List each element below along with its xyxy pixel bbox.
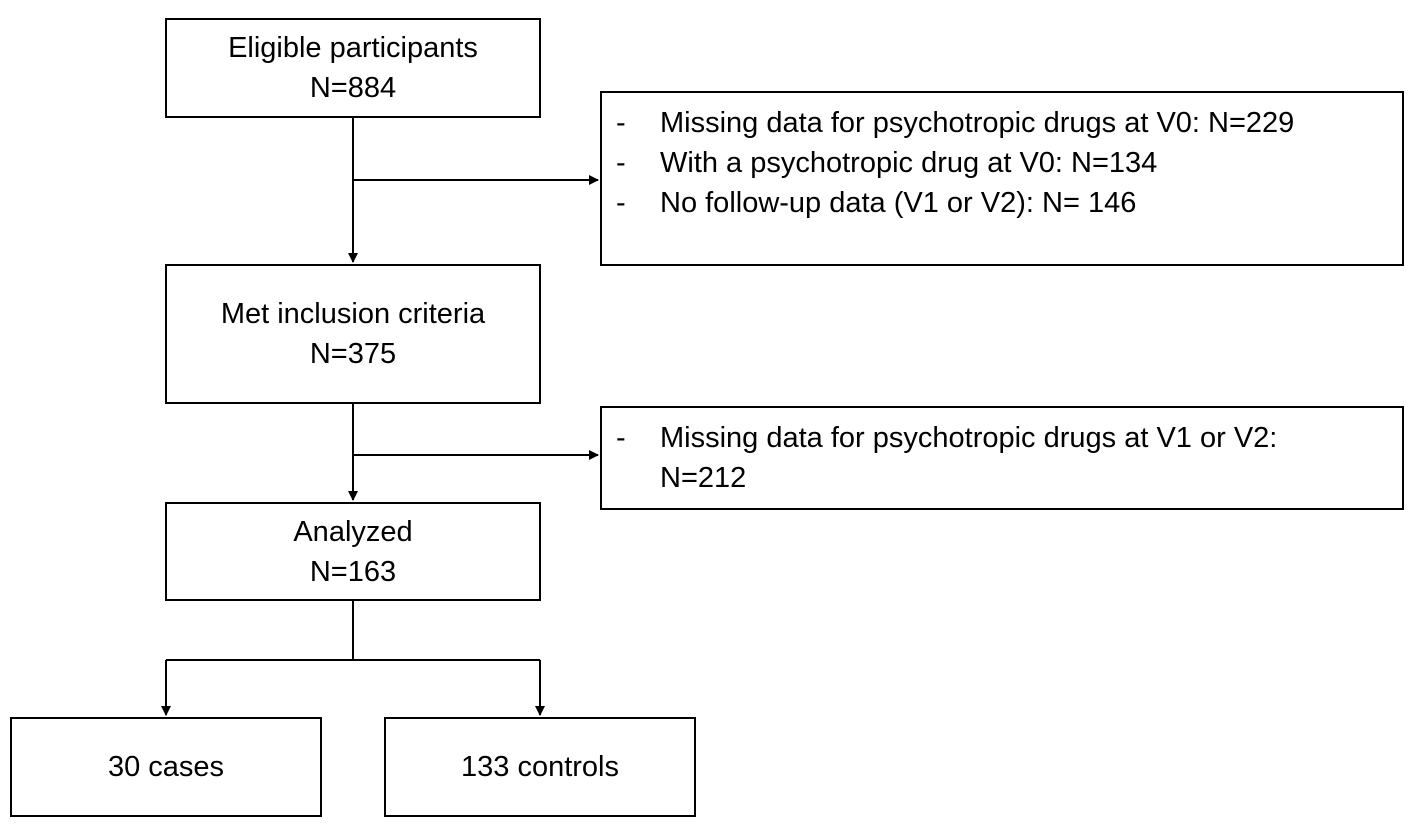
eligible-participants-count: N=884	[309, 72, 397, 104]
cases-box: 30 cases	[10, 717, 322, 817]
analyzed-count: N=163	[309, 555, 397, 588]
controls-label: 133 controls	[461, 751, 619, 783]
cases-label: 30 cases	[107, 751, 225, 783]
analyzed-box: Analyzed N=163	[165, 502, 541, 601]
exclusion-item-continuation: N=212	[660, 462, 747, 494]
inclusion-criteria-label: Met inclusion criteria	[220, 298, 486, 330]
analyzed-label: Analyzed	[293, 515, 413, 548]
exclusion-item: - With a psychotropic drug at V0: N=134	[616, 147, 1158, 179]
inclusion-criteria-count: N=375	[309, 338, 397, 370]
inclusion-criteria-box: Met inclusion criteria N=375	[165, 264, 541, 404]
eligible-participants-label: Eligible participants	[228, 32, 478, 64]
exclusion-box-2: - Missing data for psychotropic drugs at…	[600, 406, 1404, 510]
exclusion-item: - Missing data for psychotropic drugs at…	[616, 107, 1295, 139]
exclusion-item: - No follow-up data (V1 or V2): N= 146	[616, 187, 1137, 219]
controls-box: 133 controls	[384, 717, 696, 817]
exclusion-item: - Missing data for psychotropic drugs at…	[616, 422, 1278, 454]
eligible-participants-box: Eligible participants N=884	[165, 18, 541, 118]
exclusion-box-1: - Missing data for psychotropic drugs at…	[600, 91, 1404, 266]
